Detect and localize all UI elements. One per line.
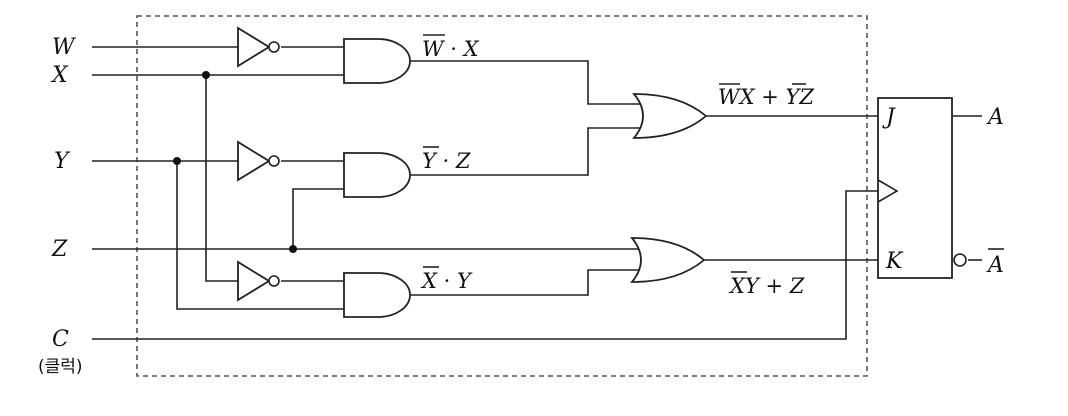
output-inversion-bubble: [953, 253, 967, 267]
expr-and1-bar: W: [422, 37, 446, 61]
and-gate-2: [343, 152, 411, 198]
input-label-y: Y: [54, 149, 71, 174]
expr-j-function: WX + YZ: [718, 83, 814, 109]
wire-and2-out: [410, 127, 644, 176]
wire-x-branch: [205, 75, 238, 282]
wire-y-branch: [176, 161, 344, 310]
not-gate-x: [237, 260, 280, 302]
expr-and3-bar: X: [420, 269, 438, 293]
expr-and1: W · X: [422, 34, 480, 61]
svg-text:W · X: W · X: [422, 37, 480, 61]
and-gate-1: [343, 38, 411, 84]
expr-and2: Y · Z: [422, 146, 471, 173]
not-gate-y: [237, 140, 280, 182]
combinational-logic-boundary: [136, 15, 868, 377]
expr-and3: X · Y: [420, 266, 473, 293]
output-label-a-complement: A: [986, 248, 1004, 278]
clock-note-label: (클럭): [38, 357, 83, 377]
input-label-z: Z: [51, 237, 68, 262]
wire-and3-out: [410, 269, 640, 296]
wires: [92, 46, 982, 340]
wire-clock: [92, 190, 878, 340]
not-gate-w: [237, 26, 280, 68]
svg-text:XY + Z: XY + Z: [728, 274, 805, 298]
expr-j-bar2: Y: [786, 85, 802, 109]
and-gate-3: [343, 272, 411, 318]
wire-and1-out: [410, 60, 644, 105]
junction-dot-y: [173, 157, 181, 165]
ff-label-j: J: [882, 105, 896, 130]
svg-text:WX + YZ: WX + YZ: [718, 85, 814, 109]
expr-j-end: Z: [798, 85, 814, 109]
wire-z-branch: [292, 188, 344, 249]
output-label-a: A: [986, 105, 1004, 130]
svg-text:Y · Z: Y · Z: [422, 149, 471, 173]
junction-dot-x: [202, 71, 210, 79]
expr-and3-rest: · Y: [437, 269, 473, 293]
input-label-w: W: [52, 35, 77, 60]
expr-and2-bar: Y: [422, 149, 438, 173]
input-label-x: X: [50, 63, 69, 88]
input-label-c: C: [52, 327, 69, 352]
junction-dot-z: [289, 245, 297, 253]
or-gate-2: [630, 237, 706, 283]
svg-text:X · Y: X · Y: [420, 269, 473, 293]
expr-and2-rest: · Z: [436, 149, 471, 173]
expr-j-bar1: W: [718, 85, 742, 109]
jk-flip-flop: J K: [877, 97, 967, 279]
output-label-abar: A: [986, 253, 1004, 278]
ff-label-k: K: [885, 249, 904, 274]
expr-j-mid: X +: [738, 85, 786, 109]
expr-and1-rest: · X: [444, 37, 480, 61]
or-gate-1: [632, 93, 708, 139]
clock-triangle: [877, 179, 899, 203]
expr-k-function: XY + Z: [728, 271, 805, 298]
expr-k-bar: X: [728, 274, 746, 298]
expr-k-rest: Y + Z: [745, 274, 805, 298]
